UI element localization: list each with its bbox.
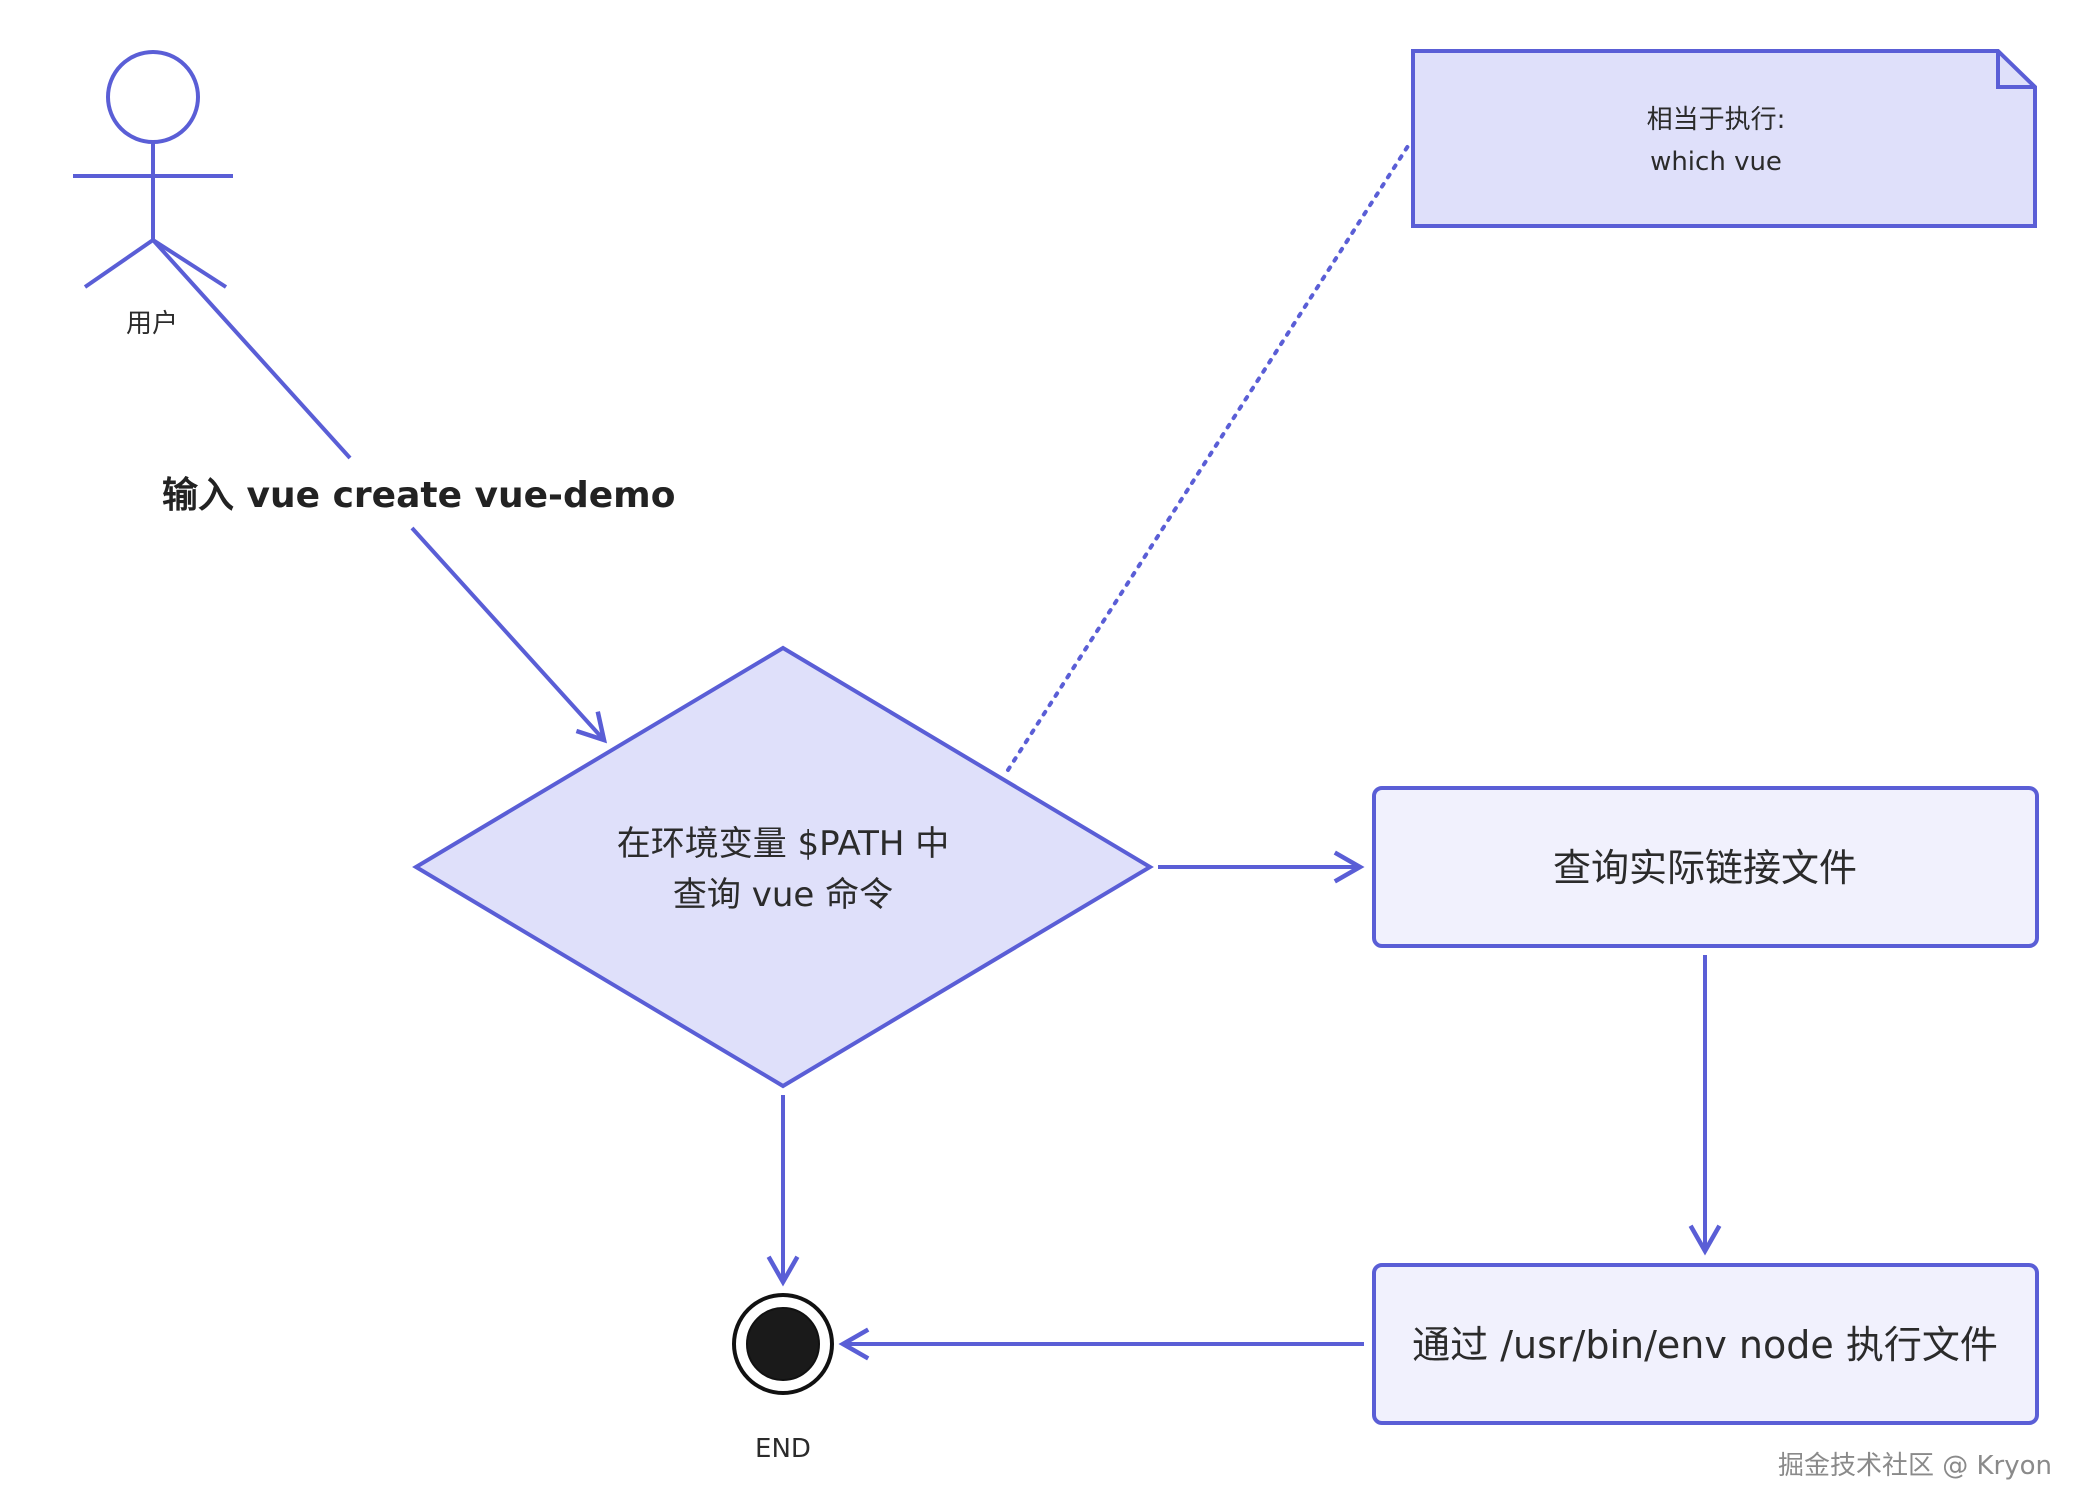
- exec-box: 通过 /usr/bin/env node 执行文件: [1372, 1263, 2039, 1425]
- end-node: END: [732, 1293, 834, 1464]
- exec-box-label: 通过 /usr/bin/env node 执行文件: [1412, 1323, 1998, 1367]
- note-line-2: which vue: [1650, 147, 1782, 177]
- note-connector: [1006, 144, 1410, 772]
- decision-line-1: 在环境变量 $PATH 中: [617, 824, 950, 864]
- actor-user: 用户: [73, 50, 233, 339]
- note: 相当于执行: which vue: [1411, 49, 2037, 228]
- end-label: END: [755, 1434, 811, 1464]
- edge-user-segment-1: [151, 238, 352, 460]
- edge-user-segment-2: [410, 526, 608, 744]
- exec-box-shape: [1372, 1263, 2039, 1425]
- edge-user-to-decision: 输入 vue create vue-demo: [151, 238, 675, 744]
- note-fold: [1996, 51, 2035, 89]
- lookup-box-shape: [1372, 786, 2039, 948]
- decision-shape: [412, 645, 1154, 1089]
- watermark-text: 掘金技术社区 @ Kryon: [1778, 1451, 2052, 1481]
- edge-input-label: 输入 vue create vue-demo: [162, 475, 675, 516]
- decision-node: 在环境变量 $PATH 中 查询 vue 命令: [412, 645, 1154, 1089]
- actor-left-leg: [83, 238, 155, 289]
- note-body: [1411, 49, 2037, 228]
- actor-right-leg: [151, 238, 228, 289]
- lookup-box-label: 查询实际链接文件: [1553, 846, 1857, 890]
- actor-label: 用户: [126, 309, 178, 339]
- actor-head: [106, 50, 200, 144]
- lookup-box: 查询实际链接文件: [1372, 786, 2039, 948]
- end-inner-dot: [746, 1307, 820, 1381]
- decision-line-2: 查询 vue 命令: [673, 875, 893, 915]
- note-line-1: 相当于执行:: [1647, 105, 1786, 135]
